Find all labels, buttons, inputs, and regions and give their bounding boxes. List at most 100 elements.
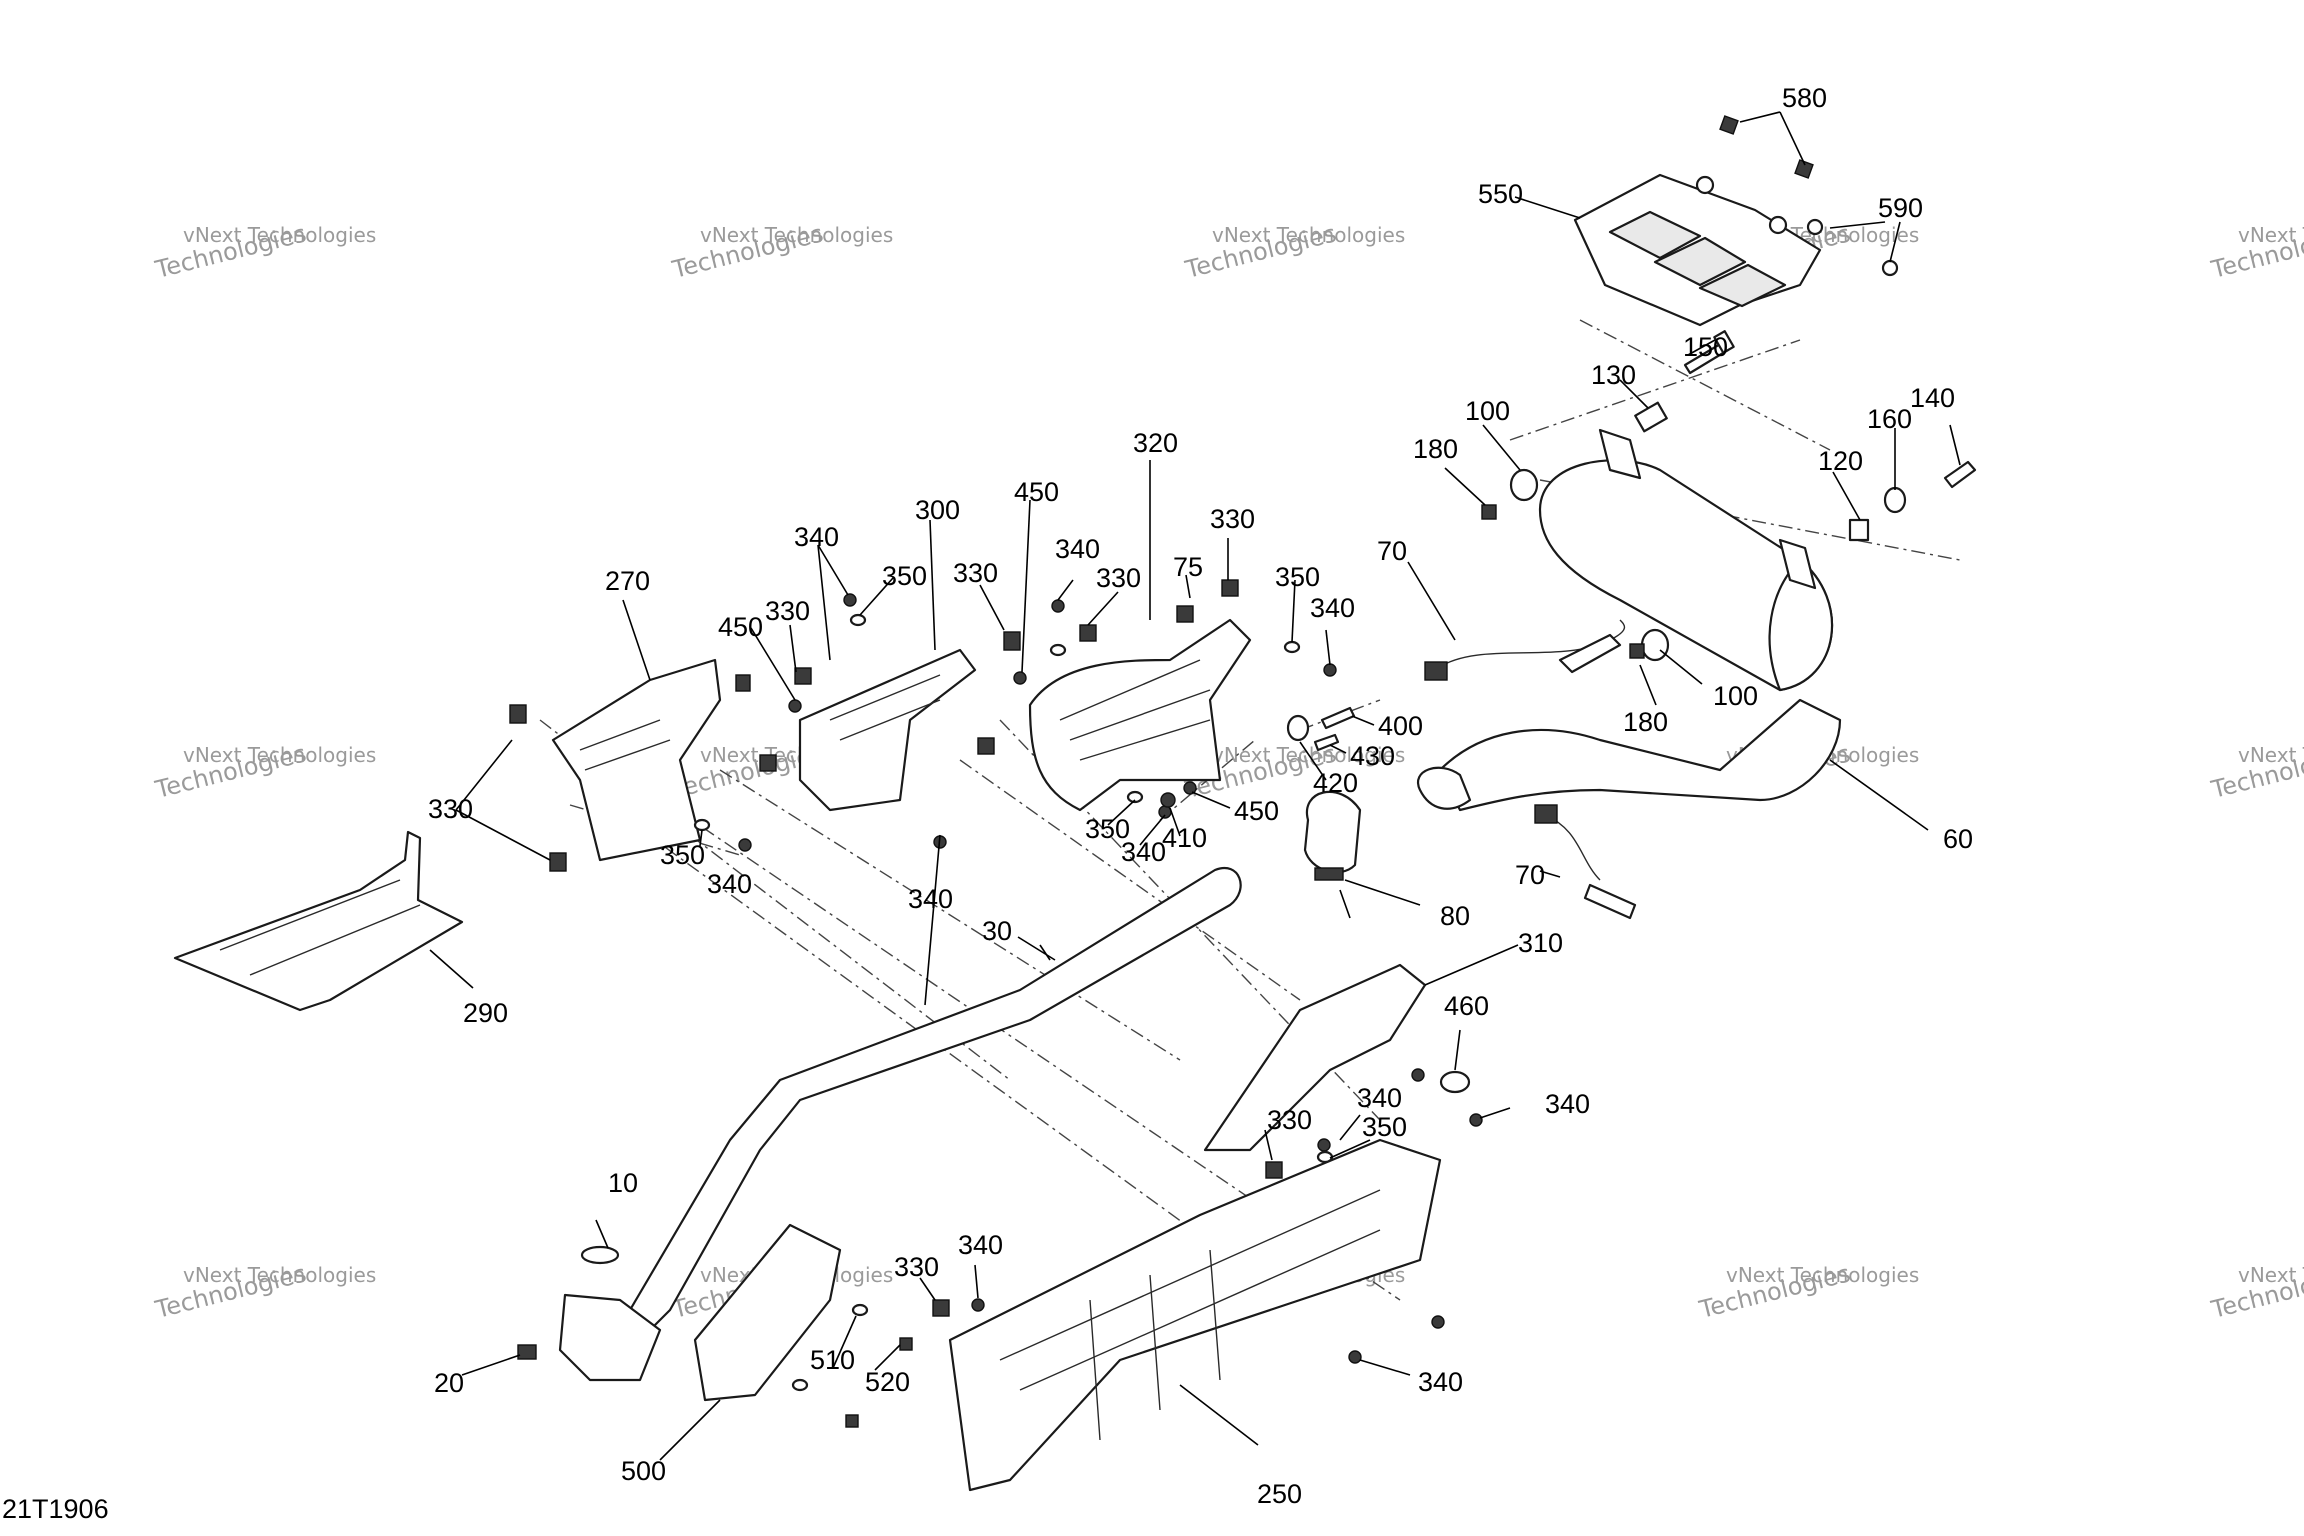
callout-350c: 350 — [1085, 814, 1130, 844]
callout-300: 300 — [915, 495, 960, 525]
grommet-460 — [1439, 1070, 1471, 1094]
heat-shield-310 — [1203, 963, 1427, 1152]
callout-10: 10 — [608, 1168, 638, 1198]
callout-130: 130 — [1591, 360, 1636, 390]
callout-80: 80 — [1440, 901, 1470, 931]
muffler-60 — [1416, 428, 1842, 812]
grommet-100 — [1509, 468, 1670, 662]
pipe-shield-500 — [693, 1223, 842, 1402]
callout-270: 270 — [605, 566, 650, 596]
heat-shield-300 — [798, 648, 977, 812]
callout-75: 75 — [1173, 552, 1203, 582]
callout-460: 460 — [1444, 991, 1489, 1021]
callout-350a: 350 — [660, 840, 705, 870]
callout-30: 30 — [982, 916, 1012, 946]
callout-350e: 350 — [1362, 1112, 1407, 1142]
callout-350d: 350 — [1275, 562, 1320, 592]
callout-500: 500 — [621, 1456, 666, 1486]
nut-520 — [845, 1337, 913, 1428]
callout-250: 250 — [1257, 1479, 1302, 1509]
svg-text:vNext Technologies: vNext Technologies — [700, 223, 893, 247]
callout-70b: 70 — [1515, 860, 1545, 890]
bolt-590 — [1806, 218, 1899, 277]
washer-350 — [693, 613, 1334, 1164]
callout-400: 400 — [1378, 711, 1423, 741]
callout-100a: 100 — [1465, 396, 1510, 426]
callout-330b: 330 — [765, 596, 810, 626]
callout-340c: 340 — [1310, 593, 1355, 623]
callout-450c: 450 — [1234, 796, 1279, 826]
bolt-340 — [738, 593, 1483, 1364]
heat-shield-250 — [948, 1138, 1442, 1492]
svg-text:vNext Technologies: vNext Technologies — [183, 223, 376, 247]
callout-450a: 450 — [718, 612, 763, 642]
callout-340h: 340 — [1545, 1089, 1590, 1119]
callout-labels: 10 20 30 60 70 70 75 80 100 100 120 130 … — [428, 83, 1973, 1509]
clip-330 — [509, 579, 1283, 1317]
callout-160: 160 — [1867, 404, 1912, 434]
callout-140: 140 — [1910, 383, 1955, 413]
heat-shield-290 — [173, 830, 464, 1012]
callout-520: 520 — [865, 1367, 910, 1397]
callout-340a: 340 — [794, 522, 839, 552]
callout-430: 430 — [1350, 741, 1395, 771]
oxygen-sensor-70 — [1424, 619, 1626, 681]
callout-340i: 340 — [958, 1230, 1003, 1260]
clip-20 — [517, 1344, 537, 1360]
clamp-80 — [1303, 790, 1362, 881]
nut-180 — [1481, 504, 1645, 659]
callout-20: 20 — [434, 1368, 464, 1398]
callout-580: 580 — [1782, 83, 1827, 113]
leader-lines — [429, 111, 1961, 1461]
callout-330f: 330 — [1267, 1105, 1312, 1135]
svg-text:vNext Technologies: vNext Technologies — [2238, 223, 2304, 247]
bolt-140 — [1943, 460, 1977, 489]
callout-340b: 340 — [1055, 534, 1100, 564]
washer-160 — [1883, 486, 1907, 514]
bolt-150 — [1683, 330, 1735, 375]
washer-510 — [791, 1303, 869, 1392]
callout-510: 510 — [810, 1345, 855, 1375]
svg-text:vNext Technologies: vNext Technologies — [2238, 743, 2304, 767]
callout-330d: 330 — [1096, 563, 1141, 593]
callout-120: 120 — [1818, 446, 1863, 476]
callout-350b: 350 — [882, 561, 927, 591]
callout-320: 320 — [1133, 428, 1178, 458]
callout-330e: 330 — [1210, 504, 1255, 534]
spacer-130 — [1634, 401, 1668, 433]
svg-text:vNext Technologies: vNext Technologies — [183, 743, 376, 767]
callout-590: 590 — [1878, 193, 1923, 223]
callout-450b: 450 — [1014, 477, 1059, 507]
svg-text:vNext Technologies: vNext Technologies — [183, 1263, 376, 1287]
svg-text:vNext Technologies: vNext Technologies — [1726, 1263, 1919, 1287]
callout-330a: 330 — [428, 794, 473, 824]
callout-340f: 340 — [1121, 837, 1166, 867]
muffler-bracket-550 — [1573, 173, 1822, 327]
callout-340j: 340 — [1418, 1367, 1463, 1397]
svg-text:vNext Technologies: vNext Technologies — [1212, 223, 1405, 247]
callout-180a: 180 — [1413, 434, 1458, 464]
callout-410: 410 — [1162, 823, 1207, 853]
heat-shield-320 — [1028, 618, 1252, 812]
callout-60: 60 — [1943, 824, 1973, 854]
callout-340d: 340 — [707, 869, 752, 899]
callout-180b: 180 — [1623, 707, 1668, 737]
callout-290: 290 — [463, 998, 508, 1028]
callout-330c: 330 — [953, 558, 998, 588]
callout-310: 310 — [1518, 928, 1563, 958]
callout-330g: 330 — [894, 1252, 939, 1282]
clip-nut-580 — [1719, 115, 1814, 179]
gasket-10 — [580, 1245, 620, 1265]
callout-70a: 70 — [1377, 536, 1407, 566]
exhaust-pipe-30 — [558, 867, 1242, 1382]
